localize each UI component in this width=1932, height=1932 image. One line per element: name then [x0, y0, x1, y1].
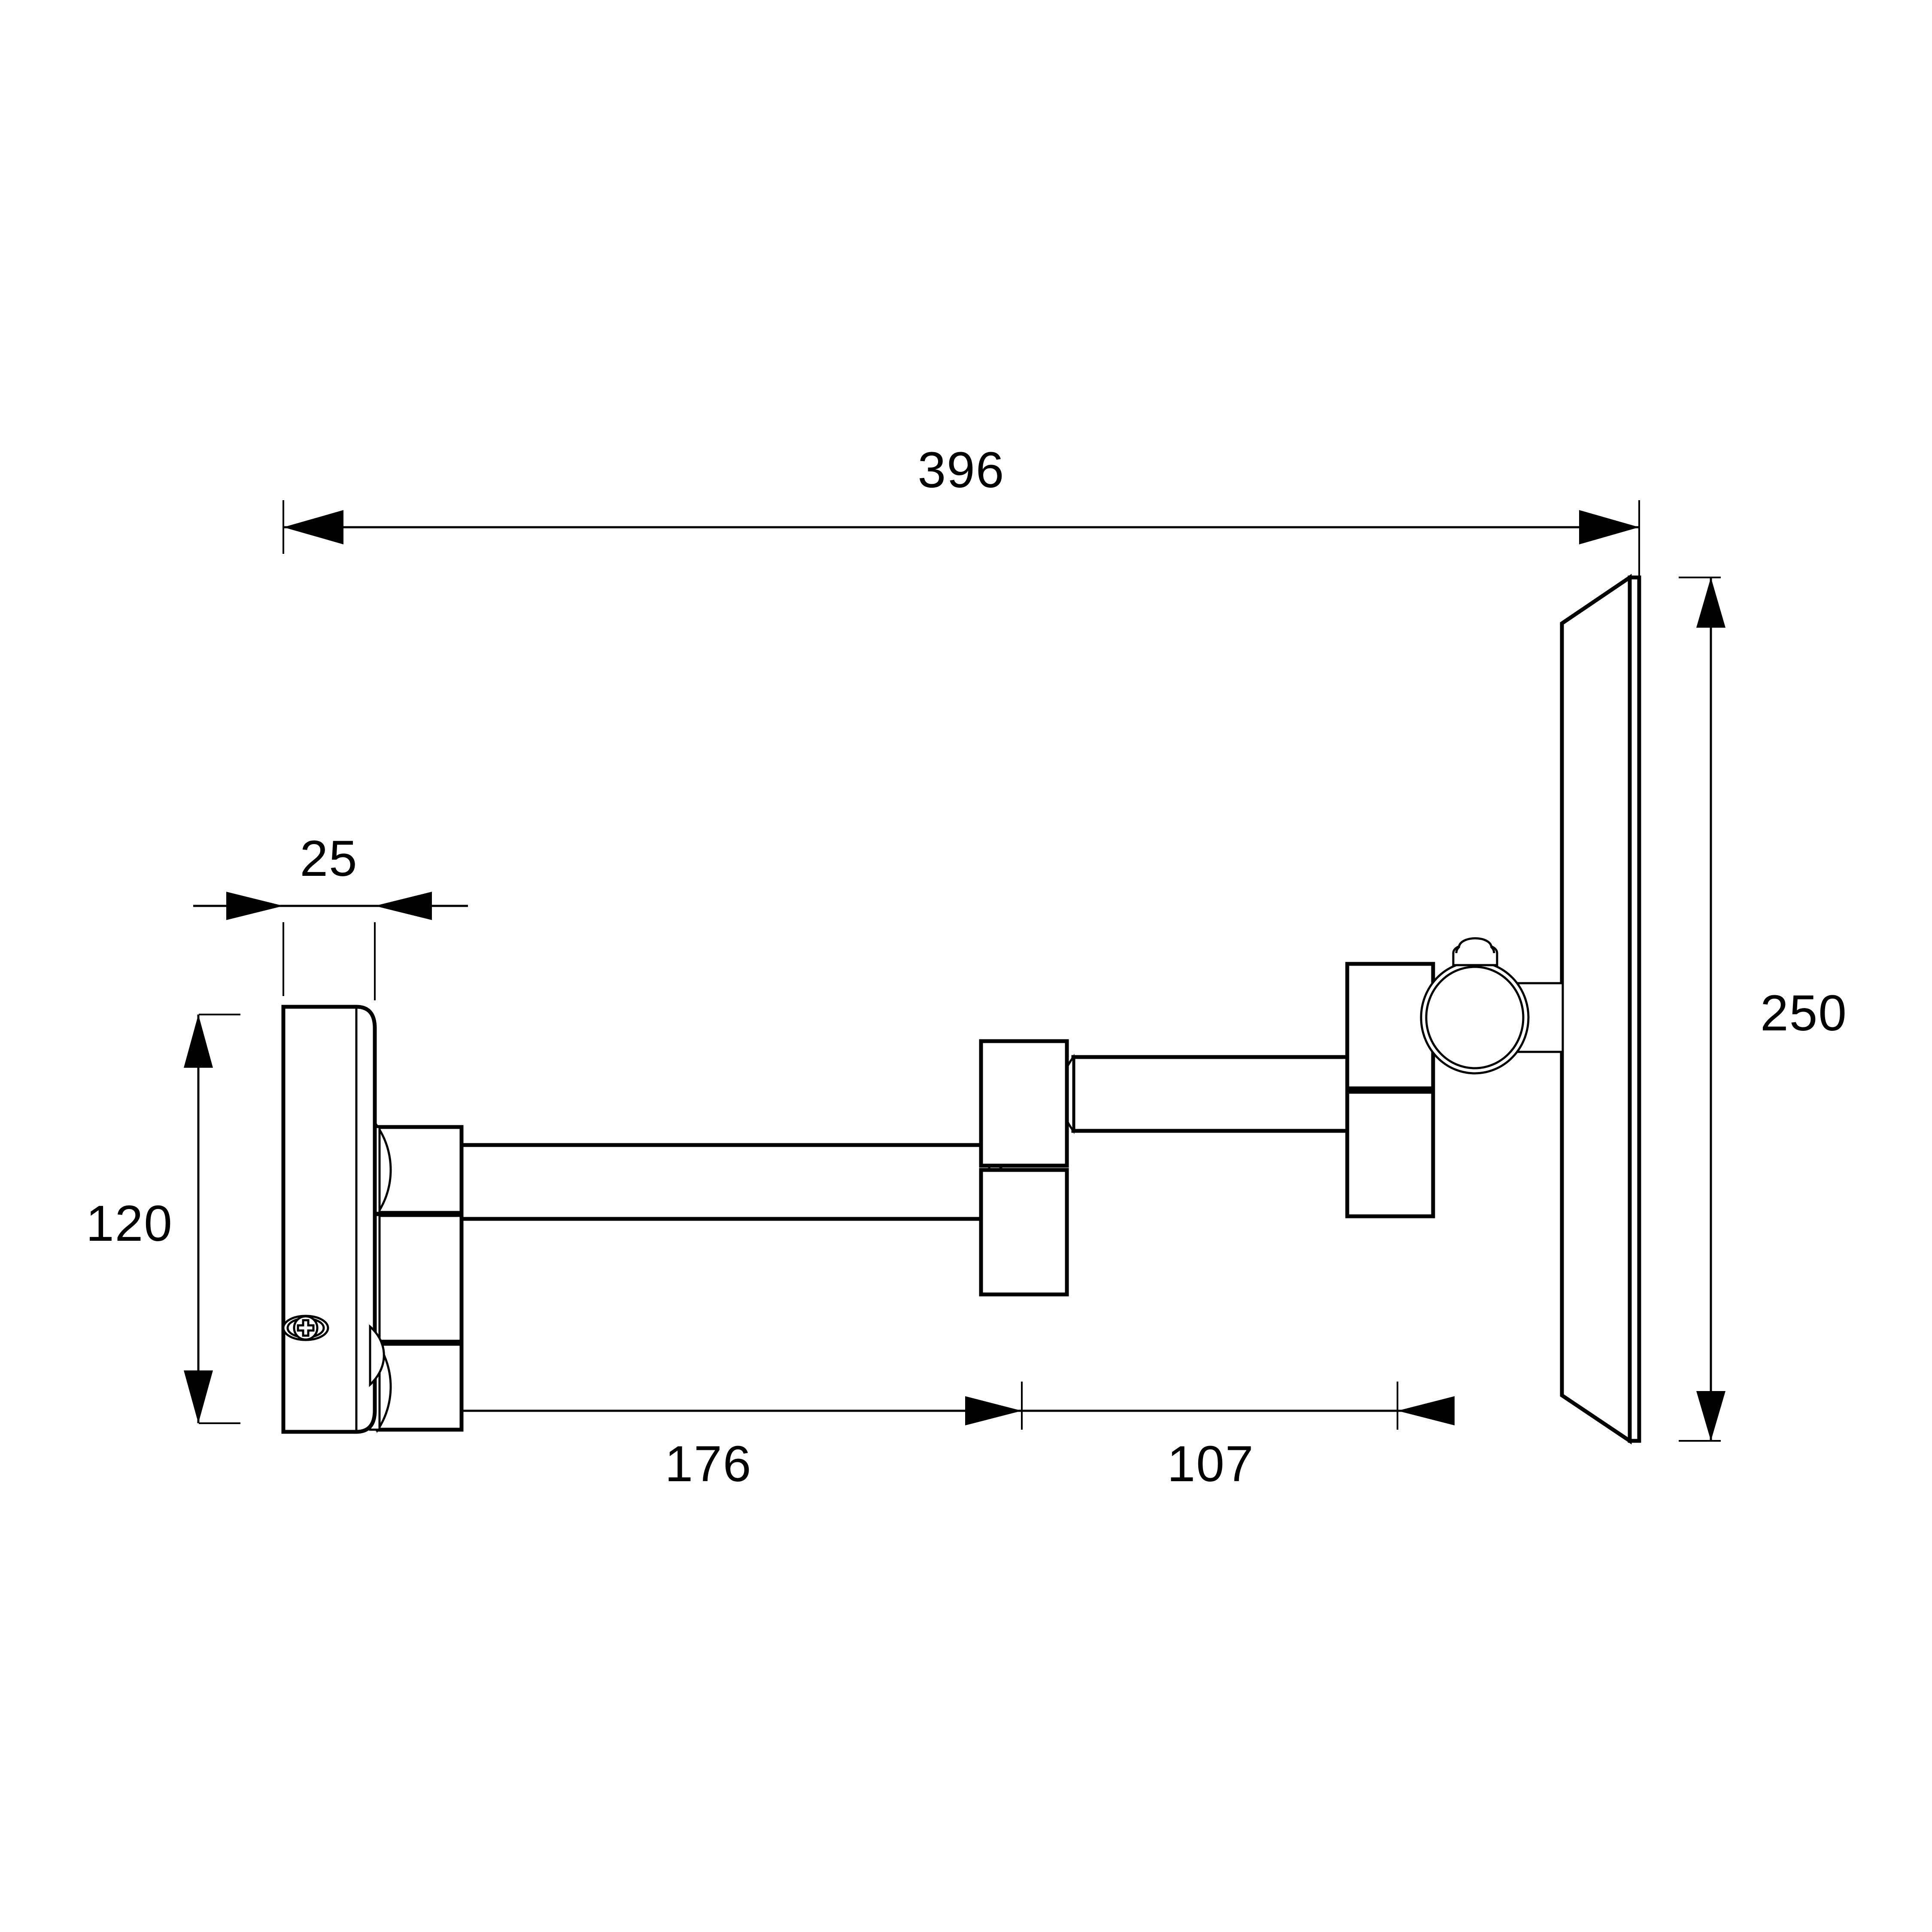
- wall-plate-side-bump: [369, 1324, 385, 1387]
- ball-joint-sphere: [1420, 960, 1530, 1075]
- wall-hinge-top-curve: [377, 1123, 392, 1217]
- dimension-arm-segment-1: 176: [393, 1382, 1023, 1492]
- mid-hinge-lower-block: [979, 1168, 1069, 1297]
- mid-hinge-upper-block: [979, 1039, 1069, 1168]
- dim-label-396: 396: [918, 442, 1005, 498]
- arrowhead-25-right: [375, 892, 432, 920]
- dim-label-176: 176: [665, 1436, 752, 1492]
- dimension-wall-plate-height: 120: [86, 1014, 240, 1424]
- arrowhead-120-top: [184, 1015, 213, 1068]
- upper-arm-tube: [432, 1142, 1002, 1222]
- arm1-tube-body: [444, 1143, 1002, 1221]
- arrowhead-25-left: [226, 892, 283, 920]
- wall-hinge-mid-block: [376, 1213, 464, 1344]
- arrowhead-396-right: [1579, 510, 1639, 544]
- arrowhead-250-top: [1696, 577, 1725, 628]
- arrowhead-396-left: [283, 510, 343, 544]
- ball-joint-inner-ring: [1425, 966, 1525, 1069]
- wall-hinge-block: [369, 1123, 464, 1434]
- dim-label-25: 25: [300, 830, 358, 887]
- dimension-mirror-height: 250: [1679, 577, 1847, 1442]
- adjustment-knob-cap: [1458, 937, 1493, 948]
- mirror-edge: [1628, 575, 1641, 1443]
- phillips-screw: [282, 1315, 329, 1341]
- dimension-wall-plate-thickness: 25: [193, 830, 468, 1000]
- dimension-arm-segment-2: 107: [1022, 1382, 1455, 1492]
- ball-swivel-joint: [1345, 937, 1564, 1218]
- dim-label-107: 107: [1167, 1436, 1255, 1492]
- dimension-overall-projection: 396: [283, 442, 1640, 631]
- ball-joint-lower-block: [1345, 1090, 1435, 1218]
- arrowhead-120-bottom: [184, 1370, 213, 1423]
- wall-hinge-bottom-block: [376, 1342, 464, 1432]
- arm2-tube-body: [1071, 1055, 1389, 1133]
- arrowhead-107-right: [1397, 1396, 1455, 1425]
- arrowhead-250-bottom: [1696, 1391, 1725, 1441]
- wall-mounting-plate: [281, 1005, 385, 1434]
- wall-plate-body: [281, 1005, 377, 1434]
- dim-label-120: 120: [86, 1195, 173, 1252]
- mirror-face: [1560, 574, 1632, 1445]
- ball-joint-upper-block: [1345, 962, 1435, 1091]
- mirror-panel: [1560, 574, 1641, 1445]
- wall-hinge-top-block: [376, 1125, 464, 1215]
- dim-label-250: 250: [1760, 985, 1847, 1042]
- lower-arm-tube: [1059, 1054, 1389, 1134]
- mid-hinge-block: [979, 1039, 1069, 1297]
- arrowhead-176-right: [965, 1396, 1022, 1425]
- screw-cross-slot: [297, 1319, 315, 1337]
